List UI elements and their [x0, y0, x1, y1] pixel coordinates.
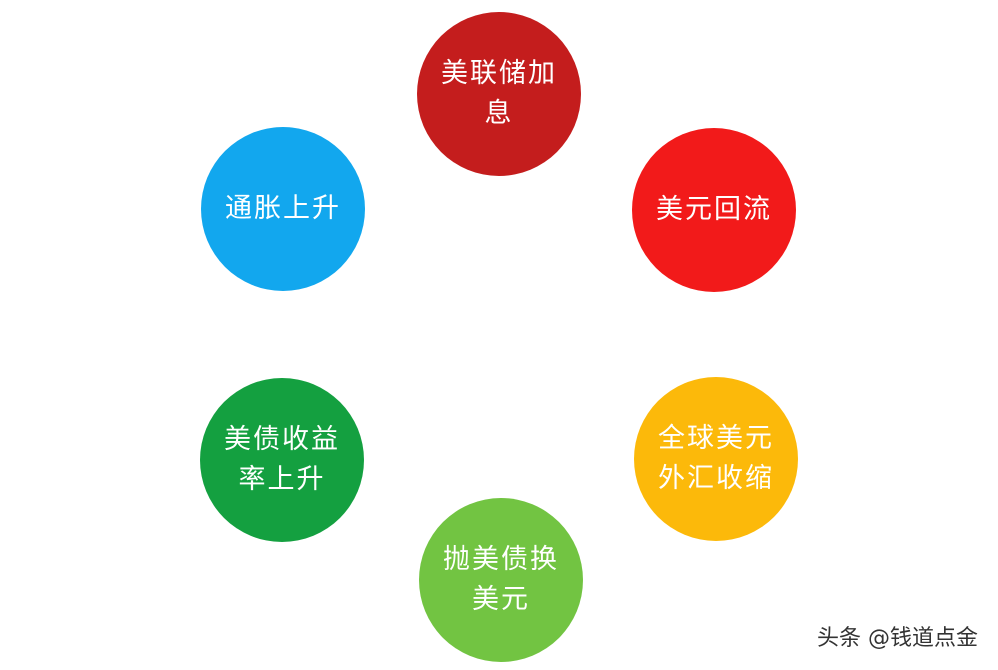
node-bond-yield-rise: 美债收益率上升 [200, 378, 364, 542]
node-label-global-fx-shrink: 全球美元外汇收缩 [658, 423, 774, 494]
node-label-sell-bonds: 抛美债换美元 [443, 544, 559, 615]
node-inflation-rise: 通胀上升 [201, 127, 365, 291]
node-label-fed-rate-hike: 美联储加息 [441, 58, 557, 129]
node-sell-bonds: 抛美债换美元 [419, 498, 583, 662]
watermark-text: 头条 @钱道点金 [817, 626, 978, 651]
node-global-fx-shrink: 全球美元外汇收缩 [634, 377, 798, 541]
node-dollar-return: 美元回流 [632, 128, 796, 292]
node-label-inflation-rise: 通胀上升 [225, 193, 341, 224]
node-label-bond-yield-rise: 美债收益率上升 [224, 424, 340, 495]
node-fed-rate-hike: 美联储加息 [417, 12, 581, 176]
node-label-dollar-return: 美元回流 [656, 194, 772, 225]
